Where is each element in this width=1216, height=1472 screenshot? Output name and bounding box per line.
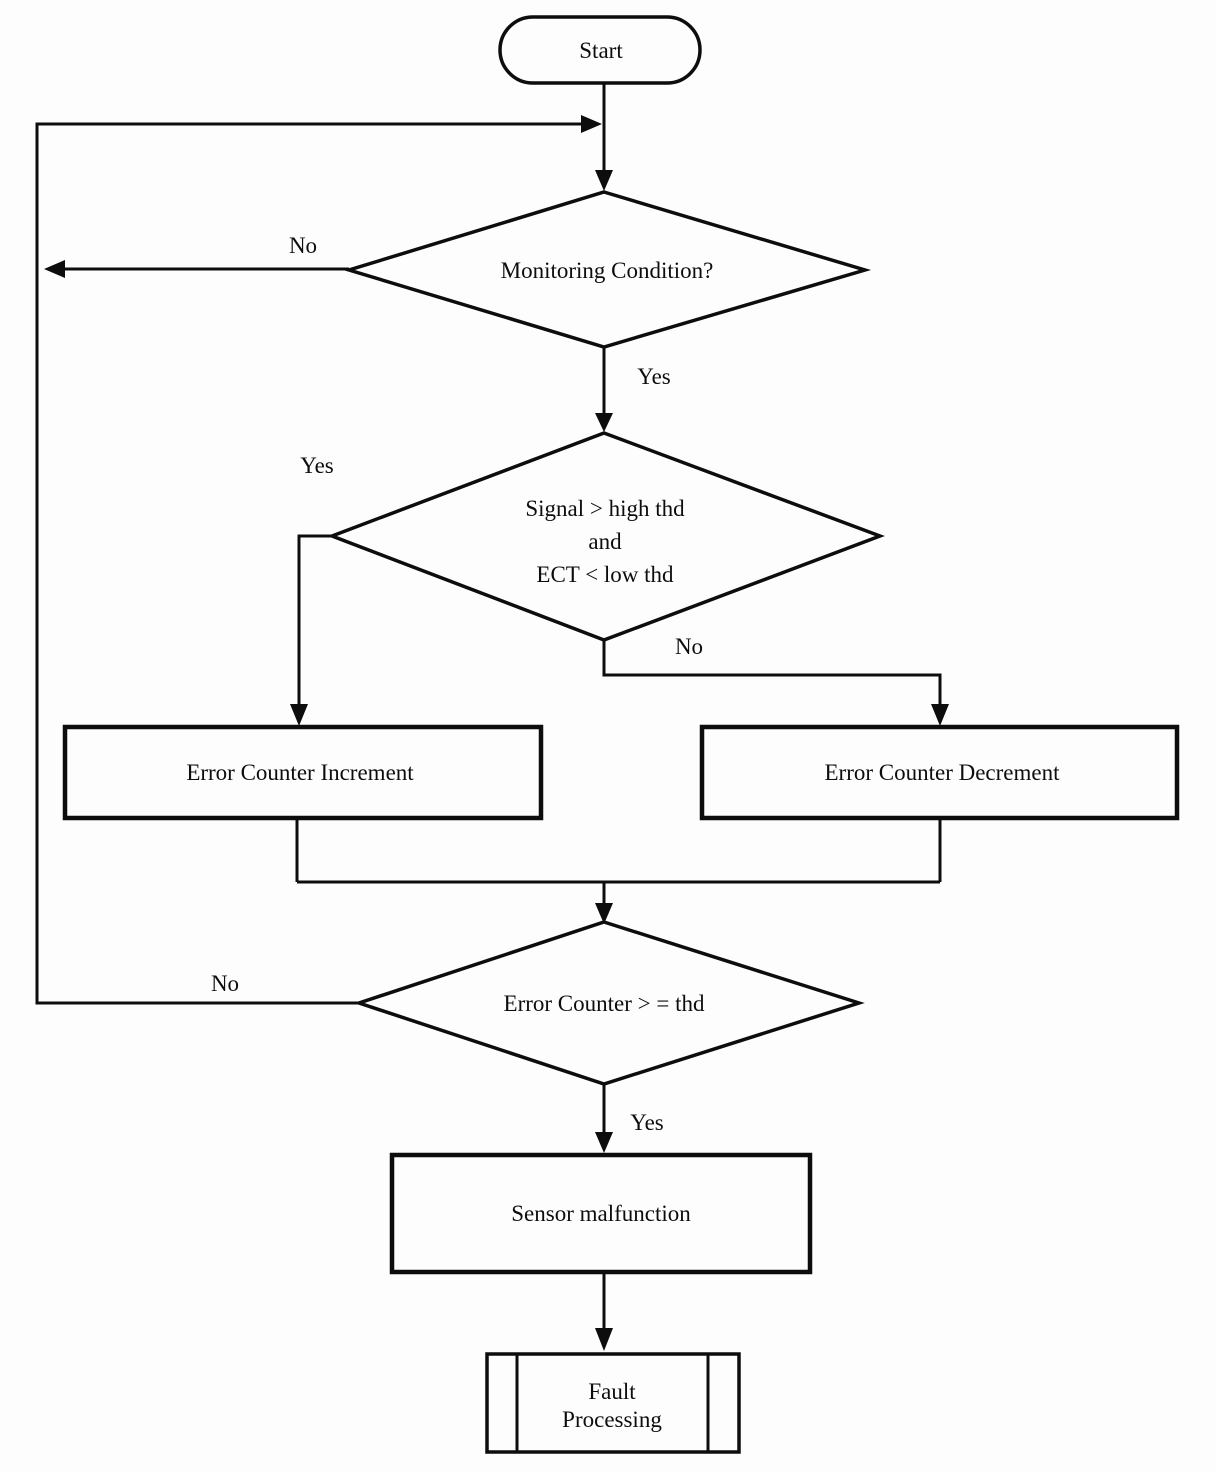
arrowhead-into-decrement — [931, 704, 949, 726]
edge-loop-rail — [35, 122, 581, 1005]
arrowhead-into-increment — [290, 704, 308, 726]
signal-decision-node: Signal > high thd and ECT < low thd — [327, 431, 885, 642]
error-counter-decrement-node: Error Counter Decrement — [699, 724, 1180, 821]
start-terminator-shape — [498, 15, 702, 85]
sensor-malfunction-label: Sensor malfunction — [511, 1201, 691, 1226]
monitoring-decision-label: Monitoring Condition? — [501, 258, 714, 283]
monitoring-decision-node: Monitoring Condition? — [342, 190, 872, 349]
signal-decision-line1: Signal > high thd — [525, 496, 685, 521]
start-node: Start — [498, 15, 702, 85]
fault-processing-node: Fault Processing — [485, 1352, 741, 1454]
fault-processing-shape — [485, 1352, 741, 1454]
error-counter-diamond-shape — [353, 920, 865, 1086]
signal-no-label: No — [675, 634, 703, 659]
increment-process-shape — [62, 724, 544, 821]
signal-decision-line3: ECT < low thd — [536, 562, 674, 587]
monitoring-diamond-shape — [342, 190, 872, 349]
edge-signal-no — [602, 640, 942, 705]
signal-diamond-shape — [327, 431, 885, 642]
fault-processing-line1: Fault — [588, 1379, 636, 1404]
error-counter-decision-label: Error Counter > = thd — [504, 991, 705, 1016]
arrowhead-into-signal — [595, 413, 613, 432]
start-label: Start — [579, 38, 623, 63]
edges — [35, 83, 949, 1351]
signal-yes-label: Yes — [300, 453, 334, 478]
arrowhead-monitoring-no — [44, 260, 65, 278]
sensor-malfunction-node: Sensor malfunction — [389, 1152, 813, 1275]
error-counter-no-label: No — [211, 971, 239, 996]
error-counter-increment-node: Error Counter Increment — [62, 724, 544, 821]
increment-label: Error Counter Increment — [186, 760, 414, 785]
fault-processing-line2: Processing — [562, 1407, 662, 1432]
decrement-process-shape — [699, 724, 1180, 821]
decrement-label: Error Counter Decrement — [824, 760, 1060, 785]
monitoring-no-label: No — [289, 233, 317, 258]
signal-decision-line2: and — [588, 529, 622, 554]
error-counter-yes-label: Yes — [630, 1110, 664, 1135]
edge-labels: No Yes Yes No No Yes — [211, 233, 703, 1135]
monitoring-yes-label: Yes — [637, 364, 671, 389]
error-counter-decision-node: Error Counter > = thd — [353, 920, 865, 1086]
sensor-malfunction-shape — [389, 1152, 813, 1275]
edge-signal-yes — [297, 534, 332, 705]
arrowhead-into-counter — [595, 903, 613, 924]
arrowhead-loop-into-main — [581, 115, 602, 133]
arrowhead-into-fault — [595, 1328, 613, 1351]
arrowhead-into-sensor — [595, 1132, 613, 1153]
arrowhead-into-monitoring — [595, 170, 613, 191]
